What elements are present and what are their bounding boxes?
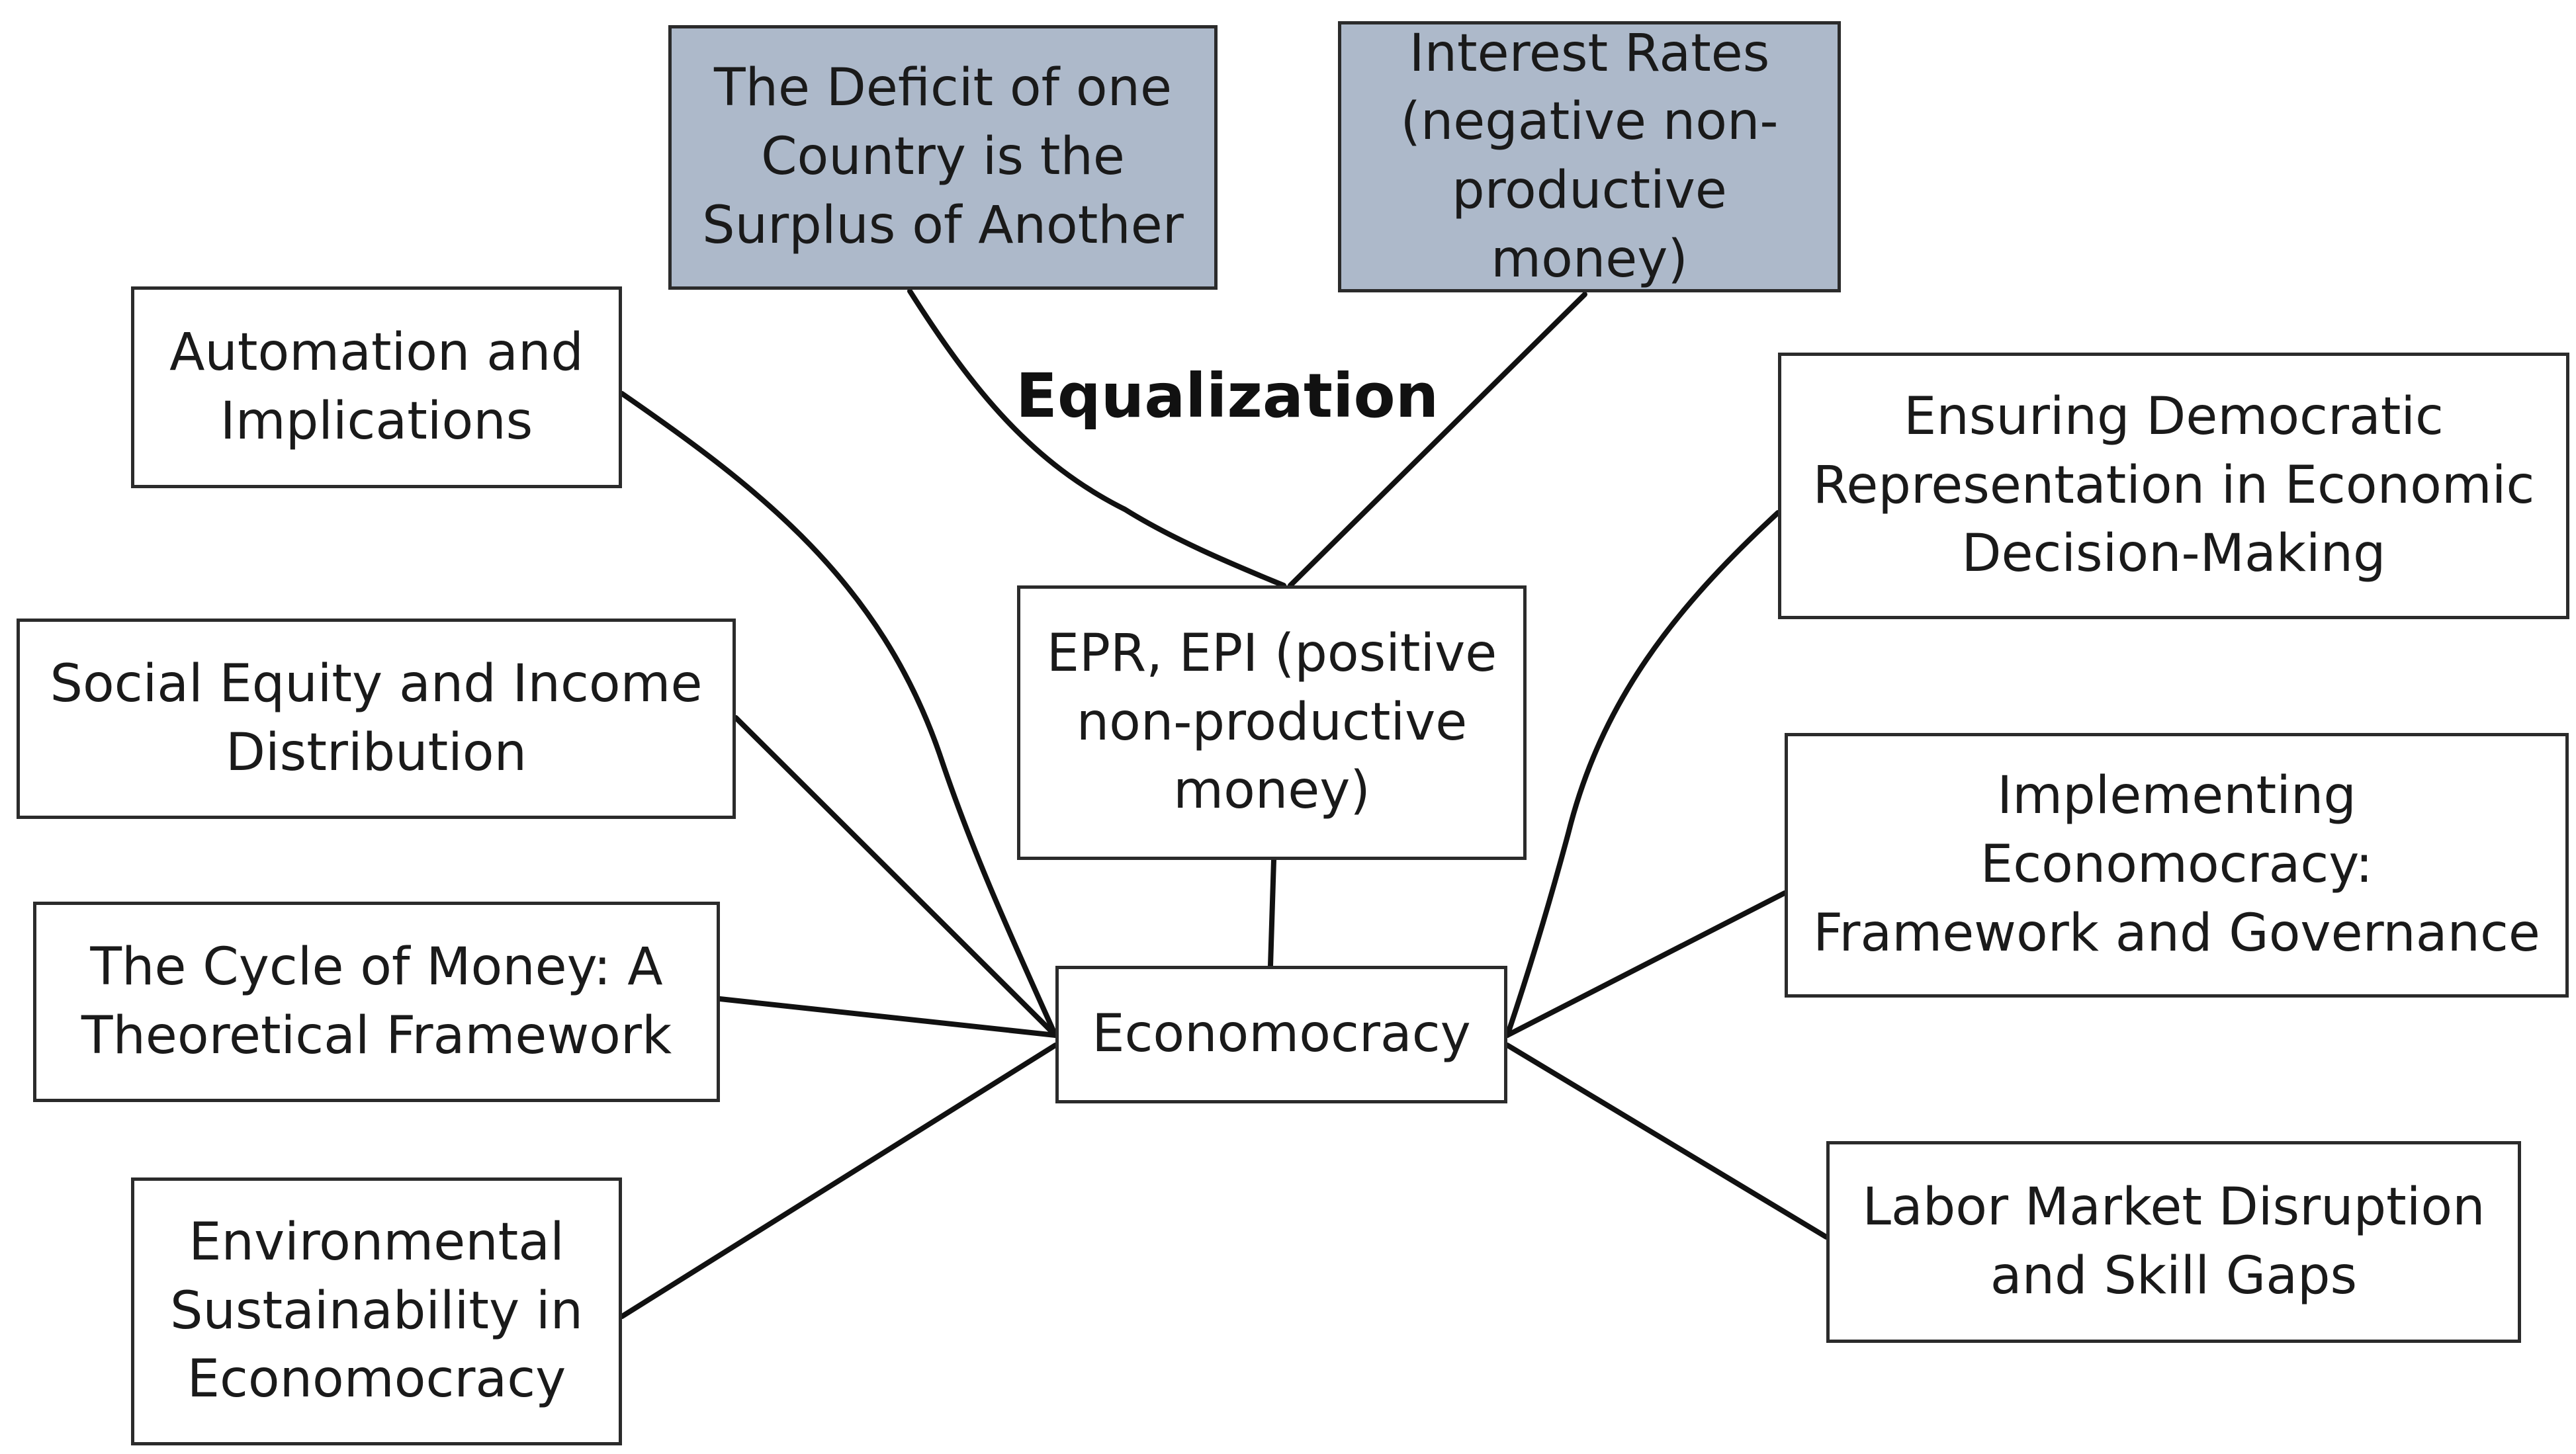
node-epr-epi: EPR, EPI (positive non-productive money) — [1017, 585, 1527, 860]
node-cycle-of-money: The Cycle of Money: A Theoretical Framew… — [33, 902, 720, 1102]
node-environmental: Environmental Sustainability in Economoc… — [131, 1177, 622, 1445]
node-interest-rates-label: Interest Rates (negative non- productive… — [1400, 23, 1779, 289]
node-democratic-representation: Ensuring Democratic Representation in Ec… — [1778, 353, 2569, 619]
node-economocracy-center: Economocracy — [1055, 966, 1507, 1103]
node-economocracy-label: Economocracy — [1092, 1004, 1471, 1064]
connector-deficit-to-epr — [907, 288, 1286, 588]
connector-social-equity — [733, 715, 1058, 1038]
connector-automation — [619, 391, 1058, 1038]
node-social-equity: Social Equity and Income Distribution — [17, 619, 736, 819]
node-cycle-of-money-label: The Cycle of Money: A Theoretical Framew… — [81, 937, 672, 1066]
node-deficit-surplus-label: The Deficit of one Country is the Surplu… — [702, 58, 1184, 255]
node-epr-epi-label: EPR, EPI (positive non-productive money) — [1046, 623, 1497, 821]
connector-epr-to-economocracy — [1268, 857, 1276, 968]
node-interest-rates: Interest Rates (negative non- productive… — [1338, 21, 1841, 292]
connector-cycle-of-money — [717, 996, 1058, 1038]
node-implementing-economocracy: Implementing Economocracy: Framework and… — [1785, 733, 2569, 998]
node-labor-market: Labor Market Disruption and Skill Gaps — [1826, 1141, 2521, 1343]
node-environmental-label: Environmental Sustainability in Economoc… — [169, 1212, 584, 1410]
connector-environmental — [619, 1043, 1058, 1319]
connector-interest-to-epr — [1288, 292, 1587, 588]
node-automation: Automation and Implications — [131, 286, 622, 488]
node-democratic-representation-label: Ensuring Democratic Representation in Ec… — [1812, 386, 2535, 584]
equalization-label: Equalization — [1016, 361, 1439, 431]
node-deficit-surplus: The Deficit of one Country is the Surplu… — [668, 25, 1218, 290]
connector-labor-market — [1505, 1043, 1829, 1240]
node-labor-market-label: Labor Market Disruption and Skill Gaps — [1862, 1177, 2485, 1306]
node-automation-label: Automation and Implications — [169, 322, 584, 451]
node-implementing-economocracy-label: Implementing Economocracy: Framework and… — [1813, 766, 2540, 963]
node-social-equity-label: Social Equity and Income Distribution — [50, 654, 703, 783]
connector-democratic — [1505, 510, 1781, 1038]
connector-implementing — [1505, 890, 1787, 1038]
